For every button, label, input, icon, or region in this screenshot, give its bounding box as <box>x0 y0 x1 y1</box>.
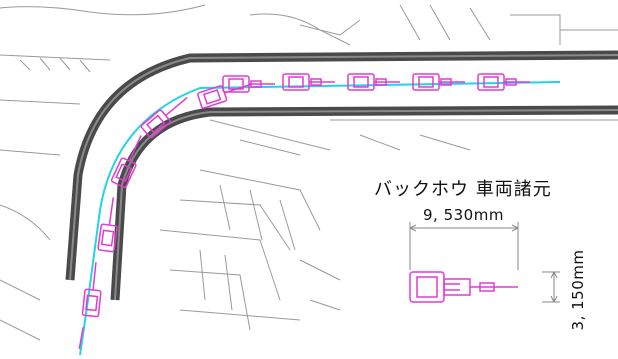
backhoe-icon <box>412 73 465 91</box>
road <box>65 50 618 301</box>
backhoe-icon <box>477 73 530 91</box>
width-dimension-label: 9, 530mm <box>423 206 504 224</box>
vehicle-spec-panel <box>342 158 618 359</box>
backhoe-icon <box>110 135 142 188</box>
backhoe-icon <box>409 271 518 303</box>
panel-title: バックホウ 車両諸元 <box>374 179 552 200</box>
width-dimension-line <box>409 222 519 270</box>
backhoe-icon <box>222 75 275 93</box>
terrain-sketch <box>0 4 618 341</box>
backhoe-icon <box>81 262 102 318</box>
backhoe-icon <box>140 96 188 139</box>
height-dimension-line <box>542 271 560 303</box>
backhoe-icon <box>197 83 252 109</box>
backhoe-icon <box>347 73 400 91</box>
spec-drawing <box>409 222 560 303</box>
backhoe-icon <box>78 327 84 350</box>
height-dimension-label: 3, 150mm <box>569 249 587 331</box>
backhoe-icon <box>282 73 335 91</box>
vehicle-positions <box>78 73 530 350</box>
vehicle-path <box>79 81 561 356</box>
backhoe-icon <box>97 197 118 253</box>
